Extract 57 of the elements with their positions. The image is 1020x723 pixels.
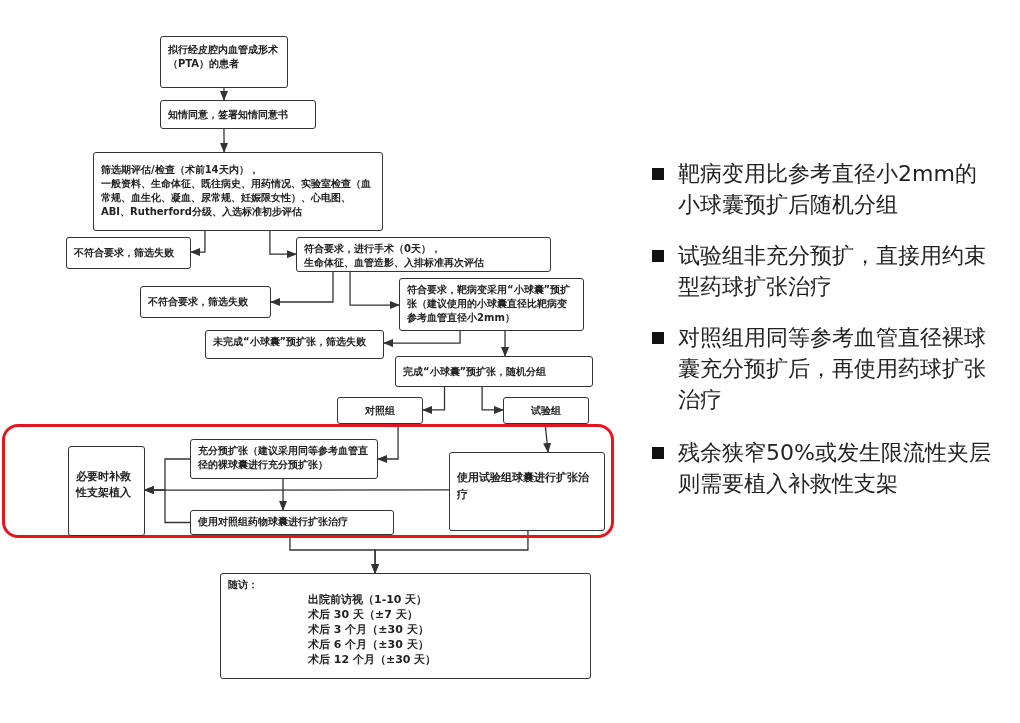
arrow <box>220 87 228 101</box>
box-text: 符合要求，靶病变采用“小球囊”预扩张（建议使用的小球囊直径比靶病变参考血管直径小2mm） <box>407 283 572 325</box>
box-text: 拟行经皮腔内血管成形术（PTA）的患者 <box>168 43 279 71</box>
bullet-text: 试验组非充分预扩，直接用约束型药球扩张治疗 <box>678 242 987 301</box>
arrow <box>349 271 400 310</box>
box-heading: 筛选期评估/检查（术前14天内）， <box>101 163 260 177</box>
arrow <box>481 386 504 414</box>
box-heading: 随访： <box>228 578 258 592</box>
box-text: 出院前访视（1-10 天） <box>308 592 428 607</box>
arrow <box>270 271 334 306</box>
box-text: 不符合要求，筛选失败 <box>74 246 175 260</box>
box-text: 术后 30 天（±7 天） <box>308 607 418 622</box>
arrow <box>371 530 529 574</box>
process-box <box>399 278 584 331</box>
box-text: 对照组 <box>364 404 396 418</box>
process-box <box>140 286 271 318</box>
process-box <box>220 573 591 679</box>
box-text: 术后 12 个月（±30 天） <box>308 652 437 667</box>
box-text: 未完成“小球囊”预扩张，筛选失败 <box>213 335 368 349</box>
arrow <box>190 230 206 257</box>
box-text: 充分预扩张（建议采用同等参考血管直径的裸球囊进行充分预扩张） <box>198 444 369 472</box>
box-heading: 符合要求，进行手术（0天）， <box>304 242 442 256</box>
box-text: 术后 6 个月（±30 天） <box>308 637 429 652</box>
process-box <box>190 510 394 535</box>
process-box <box>337 397 423 424</box>
group-frame <box>2 424 614 538</box>
process-box <box>160 100 316 129</box>
bullet-text: 对照组用同等参考血管直径裸球囊充分预扩后，再使用药球扩张治疗 <box>678 324 987 414</box>
arrow <box>383 330 461 348</box>
box-text: 术后 3 个月（±30 天） <box>308 622 429 637</box>
arrow <box>144 486 191 524</box>
arrow <box>422 386 446 414</box>
arrow <box>269 230 297 259</box>
arrow <box>279 478 288 511</box>
box-text: 知情同意，签署知情同意书 <box>168 108 289 122</box>
bullet-text: 靶病变用比参考直径小2mm的小球囊预扩后随机分组 <box>678 160 978 219</box>
process-box <box>503 397 589 424</box>
box-text: 使用试验组球囊进行扩张治疗 <box>457 470 590 503</box>
process-box <box>160 36 288 88</box>
box-text: 一般资料、生命体征、既往病史、用药情况、实验室检查（血常规、血生化、凝血、尿常规、妊娠限女性）、心电图、ABI、Rutherford分级、入选标准初步评估 <box>101 177 372 219</box>
process-box <box>395 356 593 387</box>
bullet-text: 残余狭窄50%或发生限流性夹层则需要植入补救性支架 <box>678 439 992 498</box>
box-text: 试验组 <box>530 404 562 418</box>
box-text: 使用对照组药物球囊进行扩张治疗 <box>198 515 349 529</box>
process-box <box>93 152 383 231</box>
process-box <box>190 439 378 479</box>
arrow <box>501 330 510 357</box>
process-box <box>205 330 384 359</box>
arrow <box>220 128 229 153</box>
process-box <box>66 237 191 269</box>
box-text: 完成“小球囊”预扩张，随机分组 <box>403 365 548 379</box>
process-box <box>296 237 551 272</box>
process-box <box>449 452 605 531</box>
process-box <box>68 446 145 536</box>
box-text: 不符合要求，筛选失败 <box>148 295 249 309</box>
box-text: 生命体征、血管造影、入排标准再次评估 <box>304 256 485 270</box>
box-text: 必要时补救性支架植入 <box>76 469 132 501</box>
